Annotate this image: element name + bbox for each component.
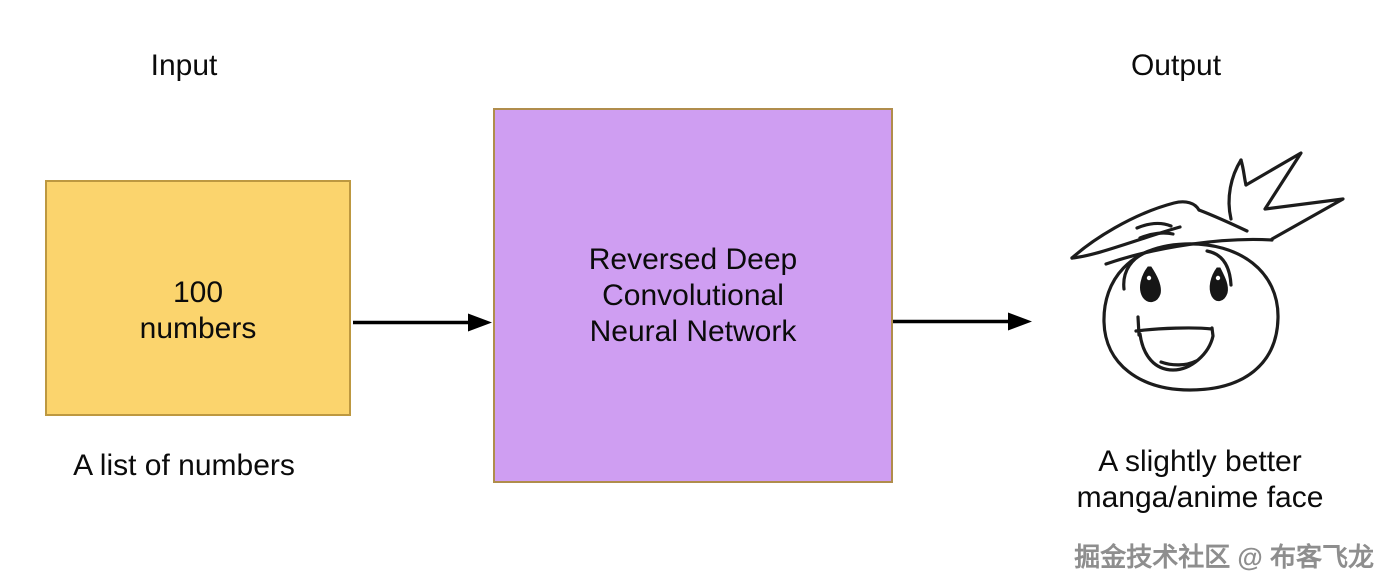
face-eyes [1140, 266, 1228, 302]
network-box-line: Reversed Deep [588, 242, 798, 276]
input-box: 100 numbers [45, 180, 351, 416]
arrow-right-icon [893, 312, 1032, 331]
input-box-line: 100 [172, 276, 224, 309]
watermark-text: 掘金技术社区 @ 布客飞龙 [1074, 542, 1374, 572]
output-caption: A slightly better manga/anime face [1050, 444, 1350, 516]
input-caption: A list of numbers [73, 449, 295, 482]
output-caption-line: manga/anime face [1076, 481, 1324, 514]
arrow-right-icon [353, 313, 492, 332]
manga-face-sketch [1070, 151, 1345, 392]
input-box-line: numbers [139, 312, 257, 345]
network-box: Reversed Deep Convolutional Neural Netwo… [493, 108, 893, 483]
network-box-text: Reversed Deep Convolutional Neural Netwo… [589, 242, 797, 350]
network-box-line: Neural Network [589, 314, 797, 348]
face-eyebrows [1122, 249, 1233, 291]
face-mouth [1134, 315, 1215, 372]
input-label: Input [150, 49, 218, 82]
face-hair [1070, 151, 1345, 266]
output-caption-line: A slightly better [1098, 445, 1302, 478]
input-box-text: 100 numbers [140, 275, 257, 347]
network-box-line: Convolutional [602, 278, 784, 312]
output-label: Output [1130, 49, 1222, 82]
